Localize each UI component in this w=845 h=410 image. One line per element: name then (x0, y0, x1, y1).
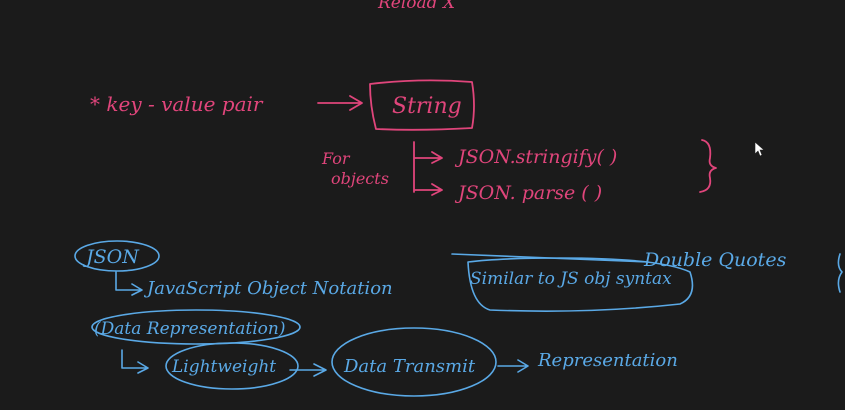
string-label: String (392, 94, 462, 119)
similar-box (467, 257, 694, 312)
objects-label: objects (331, 169, 389, 188)
string-box (369, 79, 475, 131)
data-transmit-text: Data Transmit (343, 356, 476, 377)
lightweight-text: Lightweight (171, 357, 276, 377)
branch-arrows (413, 141, 443, 196)
data-repr-text: (Data Representation) (94, 319, 285, 339)
edge-brace (837, 253, 843, 293)
parse-text: JSON. parse ( ) (454, 182, 602, 204)
stringify-text: JSON.stringify( ) (454, 146, 617, 168)
data-transmit-oval (331, 327, 497, 397)
repr-arrow (121, 349, 149, 374)
json-oval (74, 240, 160, 272)
arrow-to-representation (497, 359, 529, 373)
similar-text: Similar to JS obj syntax (470, 269, 672, 289)
top-partial-text: Reload X (377, 0, 456, 13)
mouse-pointer-icon (754, 141, 765, 157)
curly-brace (699, 139, 717, 193)
arrow-to-transmit (289, 363, 327, 377)
json-arrow (115, 271, 143, 296)
double-quotes-text: Double Quotes (643, 249, 787, 271)
representation-text: Representation (537, 350, 678, 371)
lightweight-oval (165, 342, 299, 390)
json-label: JSON (82, 246, 140, 268)
for-label: For (321, 149, 351, 168)
data-repr-oval (91, 309, 301, 345)
key-value-text: * key - value pair (90, 92, 264, 116)
json-full-text: JavaScript Object Notation (143, 278, 393, 299)
arrow-to-string (317, 95, 363, 111)
